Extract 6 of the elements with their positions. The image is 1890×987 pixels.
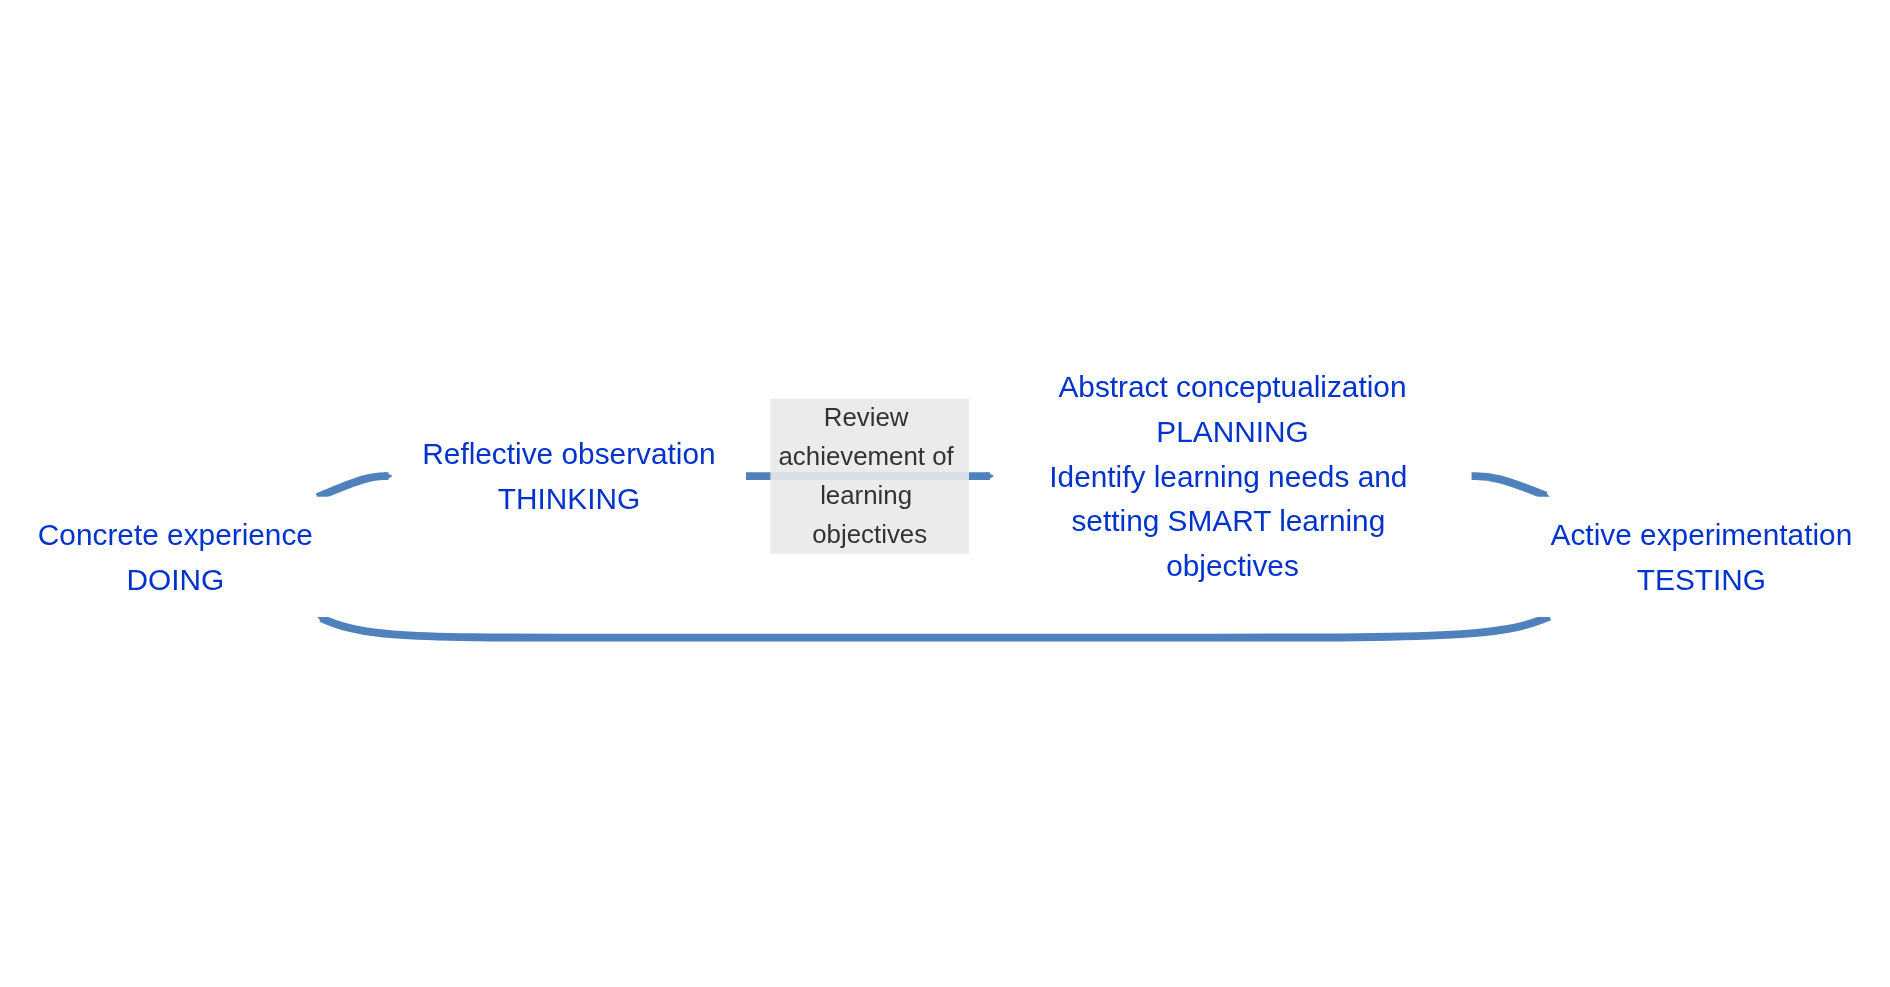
node-text: Abstract conceptualization PLANNING Identify learning needs and setting SMART learning objectives bbox=[1049, 370, 1408, 582]
node-text: Concrete experience DOING bbox=[37, 518, 313, 596]
node-text: Reflective observation THINKING bbox=[422, 437, 716, 515]
node-text: Active experimentation TESTING bbox=[1550, 518, 1853, 596]
edge-label: Review achievement of learning objectives bbox=[778, 402, 954, 549]
arrow bbox=[1471, 472, 1551, 500]
